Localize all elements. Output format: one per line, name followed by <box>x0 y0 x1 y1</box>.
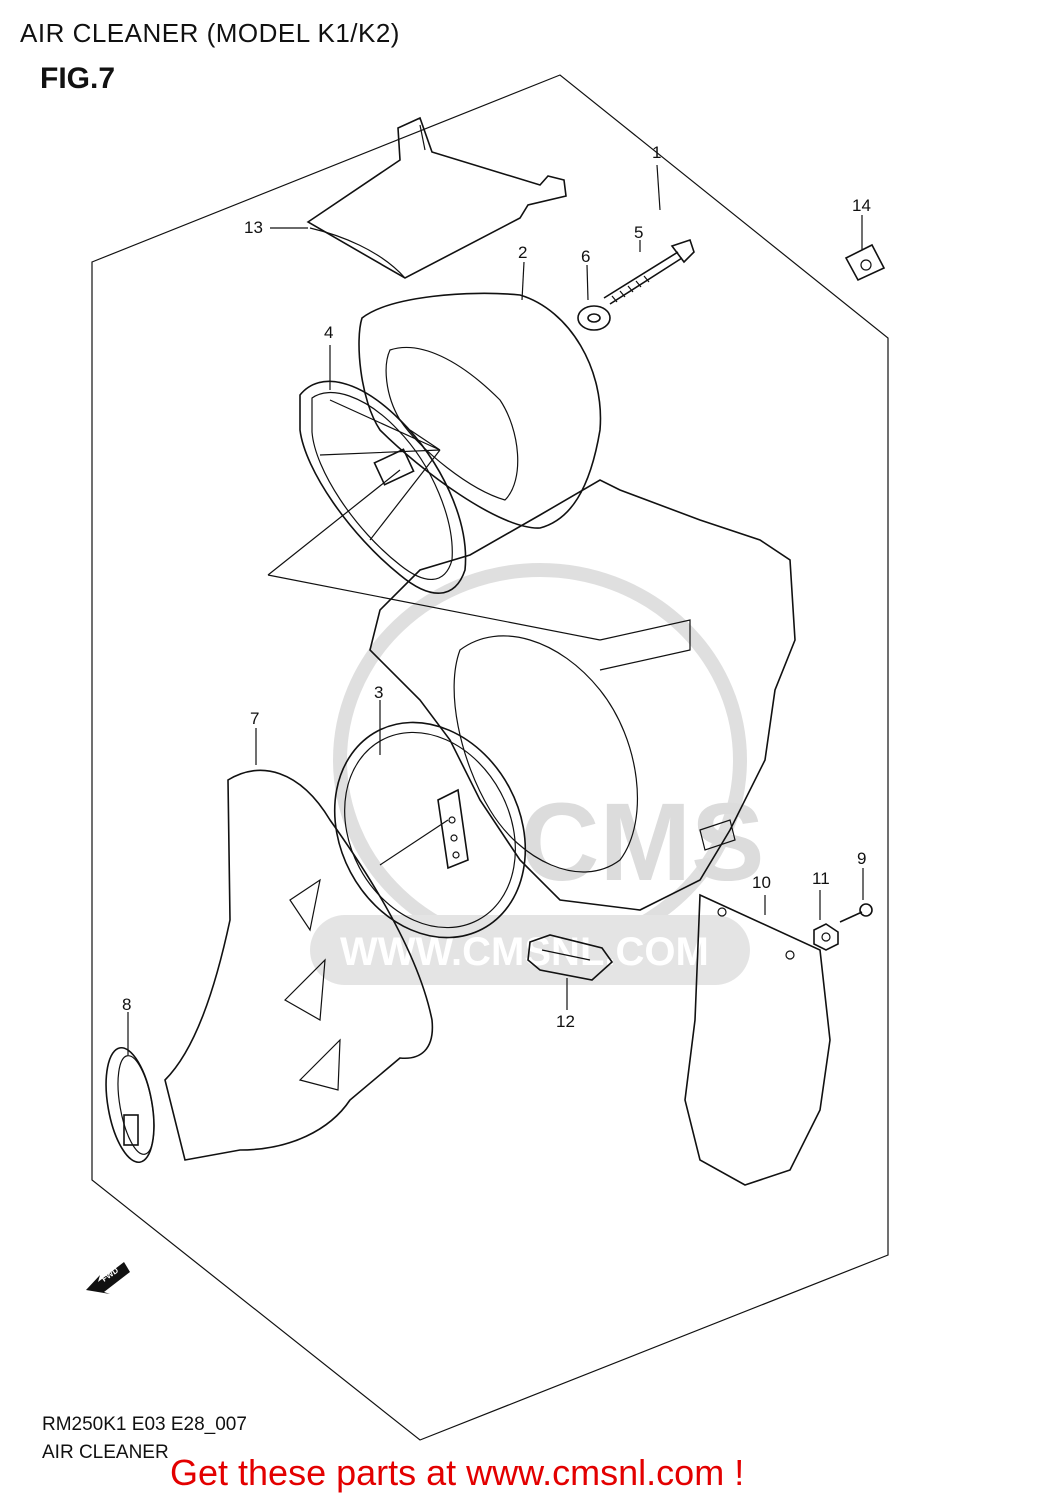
figure-label: FIG.7 <box>40 62 116 95</box>
footer-diagram-code: RM250K1 E03 E28_007 <box>42 1414 247 1435</box>
assembly-frame <box>91 74 889 1441</box>
callout-5: 5 <box>634 223 643 242</box>
watermark-brand: CMS <box>520 781 764 904</box>
part-14-clip <box>844 243 886 282</box>
callout-10: 10 <box>752 873 771 892</box>
part-2-element <box>358 292 602 529</box>
part-11-nut <box>813 923 839 951</box>
promo-link[interactable]: Get these parts at www.cmsnl.com ! <box>170 1452 745 1493</box>
part-9-screw <box>839 903 873 923</box>
part-10-cover <box>684 893 831 1186</box>
callout-7: 7 <box>250 709 259 728</box>
callout-6: 6 <box>581 247 590 266</box>
part-13-cover <box>306 116 567 279</box>
callout-14: 14 <box>852 196 871 215</box>
callout-13: 13 <box>244 218 263 237</box>
part-12-strap <box>527 934 614 981</box>
part-4-cage <box>299 380 467 594</box>
callout-12: 12 <box>556 1012 575 1031</box>
footer-diagram-name: AIR CLEANER <box>42 1442 169 1463</box>
part-1-case <box>369 479 796 911</box>
callout-11: 11 <box>812 869 830 888</box>
part-5-bolt <box>603 238 695 305</box>
callout-8: 8 <box>122 995 131 1014</box>
leader-lines <box>127 164 864 1055</box>
callout-4: 4 <box>324 323 333 342</box>
part-7-boot <box>164 769 434 1161</box>
diagram-title: AIR CLEANER (MODEL K1/K2) <box>20 18 400 48</box>
callout-1: 1 <box>652 143 661 162</box>
part-6-washer <box>577 305 611 331</box>
watermark-logo: CMS WWW.CMSNL.COM <box>310 563 764 985</box>
callout-9: 9 <box>857 849 866 868</box>
fwd-arrow-icon: FWD <box>86 1262 130 1294</box>
callout-3: 3 <box>374 683 383 702</box>
callout-2: 2 <box>518 243 527 262</box>
part-8-clamp <box>105 1046 155 1164</box>
part-3-ring <box>333 721 527 939</box>
watermark-url: WWW.CMSNL.COM <box>340 930 709 974</box>
